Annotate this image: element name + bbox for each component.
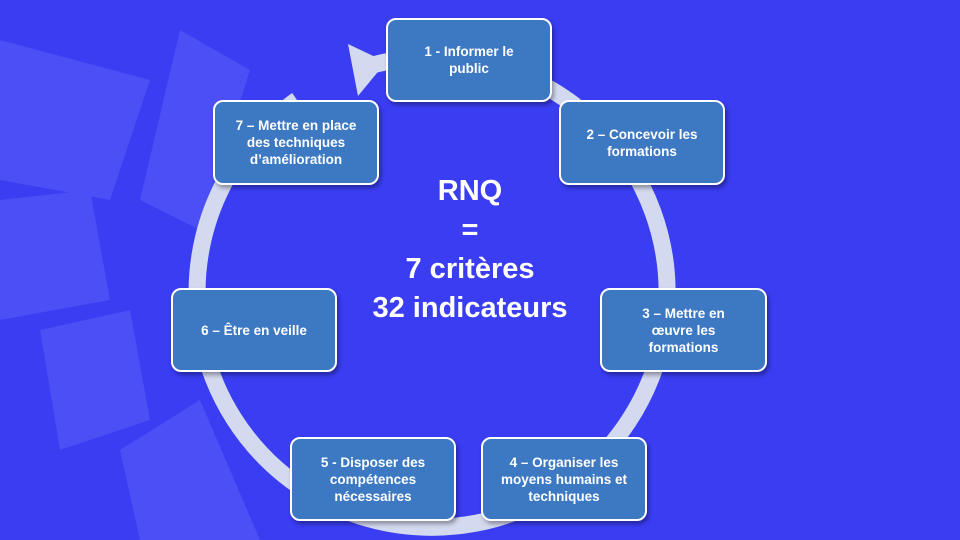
step-1-label: 1 - Informer le public <box>424 44 514 76</box>
step-5-box: 5 - Disposer des compétences nécessaires <box>290 437 456 521</box>
step-6-box: 6 – Être en veille <box>171 288 337 372</box>
center-title: RNQ = 7 critères 32 indicateurs <box>330 172 610 328</box>
step-5-label: 5 - Disposer des compétences nécessaires <box>320 454 426 504</box>
step-1-box: 1 - Informer le public <box>386 18 552 102</box>
step-7-label: 7 – Mettre en place des techniques d’amé… <box>235 118 357 167</box>
step-7-box: 7 – Mettre en place des techniques d’amé… <box>213 100 379 185</box>
step-2-label: 2 – Concevoir les formations <box>586 126 698 159</box>
center-title-line2: = <box>461 214 479 246</box>
step-2-box: 2 – Concevoir les formations <box>559 100 725 185</box>
center-title-line4: 32 indicateurs <box>372 292 568 324</box>
step-4-box: 4 – Organiser les moyens humains et tech… <box>481 437 647 521</box>
center-title-line3: 7 critères <box>405 253 535 285</box>
step-3-label: 3 – Mettre en œuvre les formations <box>642 305 725 355</box>
step-3-box: 3 – Mettre en œuvre les formations <box>600 288 767 372</box>
step-6-label: 6 – Être en veille <box>201 322 307 338</box>
cycle-arrowhead <box>348 44 386 96</box>
center-title-line1: RNQ <box>437 175 503 207</box>
step-4-label: 4 – Organiser les moyens humains et tech… <box>500 454 628 504</box>
